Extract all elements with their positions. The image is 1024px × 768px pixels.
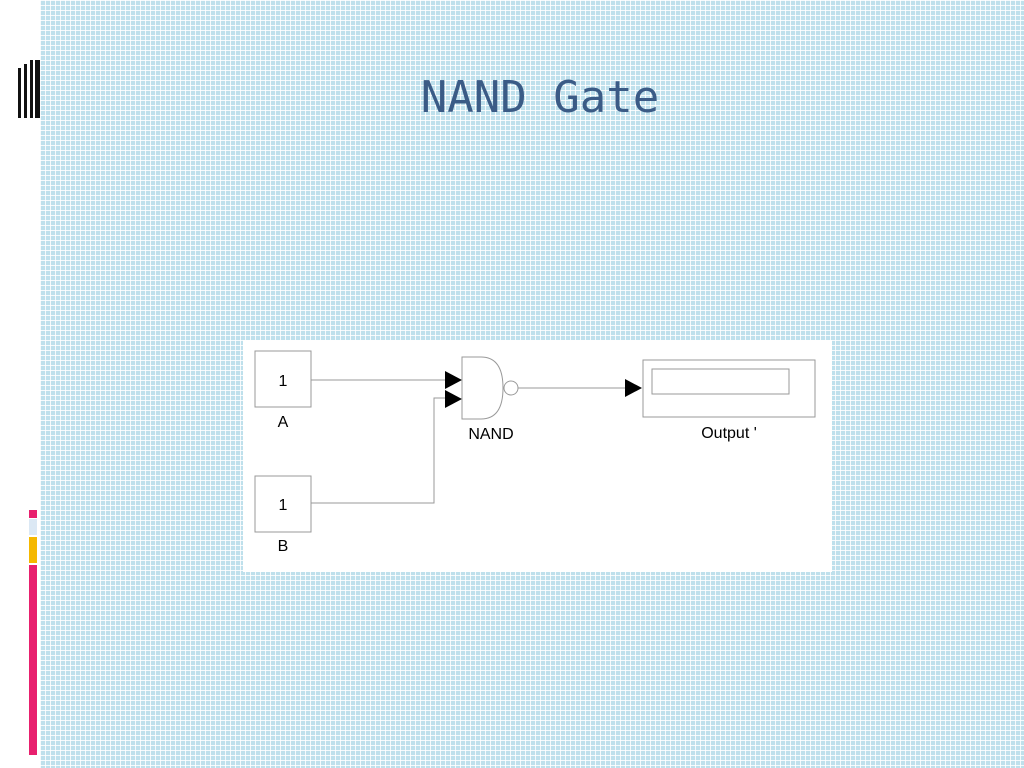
input-a-value: 1 [279,373,288,390]
input-b-block[interactable] [254,475,312,533]
output-label: Output ' [701,425,757,442]
input-a-block[interactable] [254,350,312,408]
input-b-label: B [277,538,289,555]
wire-b [311,397,445,504]
output-display [651,368,790,395]
nand-gate-body[interactable] [461,356,504,420]
accent-bar-orange [29,537,37,563]
decorative-stripes [18,60,40,120]
arrow-b [445,390,462,408]
accent-bar-pink [29,565,37,755]
input-a-label: A [277,414,289,431]
arrow-out [625,379,642,397]
diagram-canvas: 1 1 [254,350,816,533]
nand-gate-bubble [503,380,519,396]
gate-label: NAND [468,426,514,443]
arrow-a [445,371,462,389]
accent-bar-pink-top [29,510,37,518]
input-b-value: 1 [279,497,288,514]
slide-title: NAND Gate [420,72,660,123]
accent-bar-light-blue [29,519,37,535]
nand-diagram: 1 1 A B NAND Output ' [243,340,832,572]
